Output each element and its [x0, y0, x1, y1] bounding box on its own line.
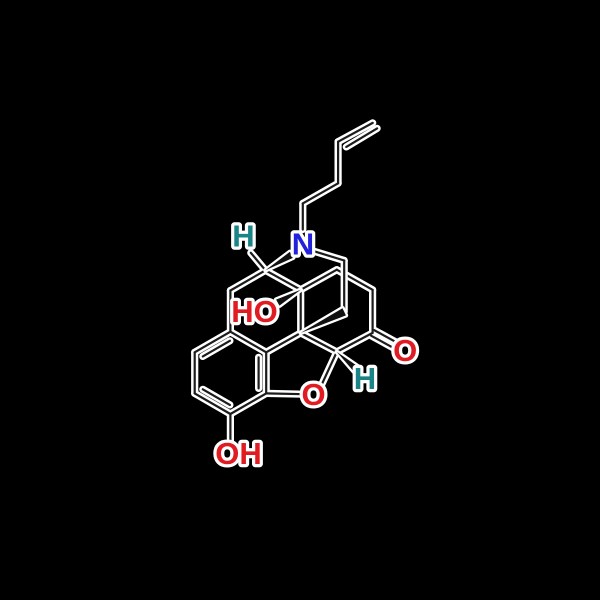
svg-text:HO: HO	[231, 294, 278, 329]
svg-text:H: H	[232, 219, 254, 254]
svg-text:N: N	[292, 227, 314, 262]
svg-text:OH: OH	[215, 436, 262, 471]
svg-text:O: O	[301, 377, 325, 412]
svg-text:H: H	[354, 361, 376, 396]
svg-text:O: O	[393, 333, 417, 368]
